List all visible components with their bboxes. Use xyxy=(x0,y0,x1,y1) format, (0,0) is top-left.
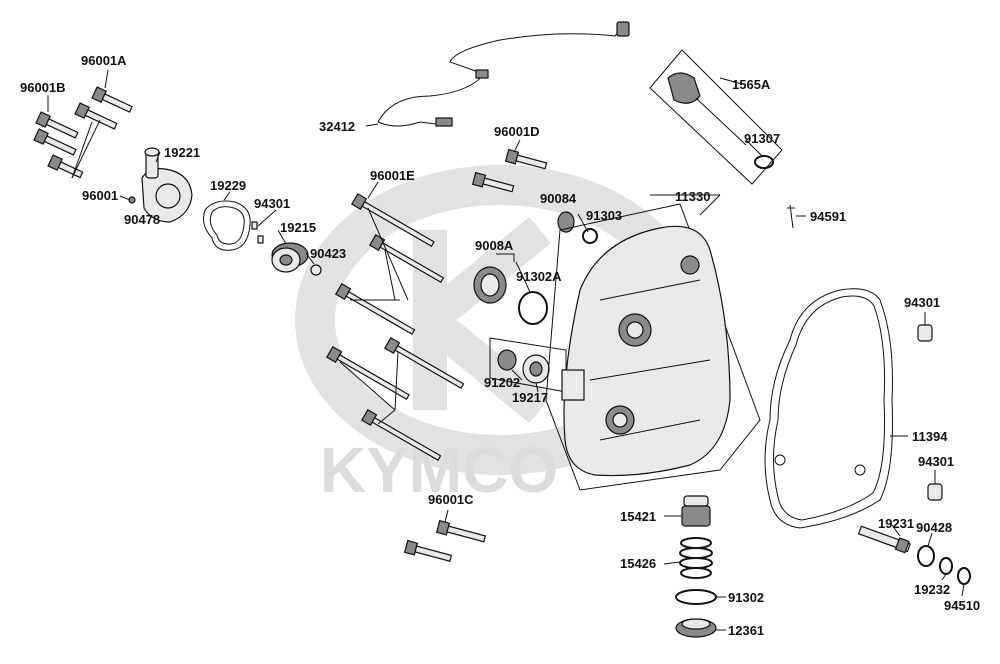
gasket-11394 xyxy=(764,288,893,529)
label-94591: 94591 xyxy=(810,209,846,224)
label-91302: 91302 xyxy=(728,590,764,605)
crankcase-cover-11330 xyxy=(545,203,761,491)
oil-dipstick-1565A xyxy=(649,49,783,185)
label-91202: 91202 xyxy=(484,375,520,390)
label-94301-a: 94301 xyxy=(254,196,290,211)
label-94301-b: 94301 xyxy=(904,295,940,310)
label-90084: 90084 xyxy=(540,191,577,206)
label-90478: 90478 xyxy=(124,212,160,227)
pin-94301-right-bottom xyxy=(927,483,943,501)
pin-94301-right-top xyxy=(917,324,933,342)
label-94510: 94510 xyxy=(944,598,980,613)
label-12361: 12361 xyxy=(728,623,764,638)
label-15426: 15426 xyxy=(620,556,656,571)
pin-94591 xyxy=(787,204,795,229)
label-96001: 96001 xyxy=(82,188,118,203)
bolt-group-96001E xyxy=(325,192,465,461)
label-11330: 11330 xyxy=(675,189,710,204)
seal-90084 xyxy=(557,211,598,244)
bolt-group-96001D xyxy=(471,139,548,193)
watermark-text: KYMCO xyxy=(320,434,558,506)
label-91302A: 91302A xyxy=(516,269,562,284)
label-96001A: 96001A xyxy=(81,53,127,68)
label-15421: 15421 xyxy=(620,509,656,524)
oring-91302 xyxy=(675,589,717,605)
label-19232: 19232 xyxy=(914,582,950,597)
label-90423: 90423 xyxy=(310,246,346,261)
label-90428: 90428 xyxy=(916,520,952,535)
cable-32412 xyxy=(377,21,630,127)
label-96001B: 96001B xyxy=(20,80,66,95)
bolt-group-96001C xyxy=(403,509,487,562)
part-labels: 96001A 96001B 96001 90478 19221 19229 94… xyxy=(20,53,980,638)
pin-94301 xyxy=(251,221,264,244)
label-19217: 19217 xyxy=(512,390,548,405)
shaft-19231 xyxy=(857,525,971,585)
label-32412: 32412 xyxy=(319,119,355,134)
water-pump-cover-19221 xyxy=(128,147,193,223)
label-19229: 19229 xyxy=(210,178,246,193)
bolt-group-96001 xyxy=(33,69,133,179)
label-96001E: 96001E xyxy=(370,168,415,183)
seal-9008A xyxy=(473,253,548,325)
gasket-19229 xyxy=(203,200,251,251)
label-19221: 19221 xyxy=(164,145,200,160)
label-91307: 91307 xyxy=(744,131,780,146)
label-1565A: 1565A xyxy=(732,77,771,92)
spring-15426 xyxy=(679,537,713,579)
label-96001D: 96001D xyxy=(494,124,540,139)
label-96001C: 96001C xyxy=(428,492,474,507)
label-94301-c: 94301 xyxy=(918,454,954,469)
label-9008A: 9008A xyxy=(475,238,514,253)
label-11394: 11394 xyxy=(912,429,948,444)
label-19215: 19215 xyxy=(280,220,316,235)
drain-plug-12361 xyxy=(675,618,717,638)
impeller-19215 xyxy=(271,242,322,276)
label-91303: 91303 xyxy=(586,208,622,223)
oil-strainer-15421 xyxy=(681,495,711,527)
label-19231: 19231 xyxy=(878,516,914,531)
leader-lines xyxy=(119,77,965,631)
